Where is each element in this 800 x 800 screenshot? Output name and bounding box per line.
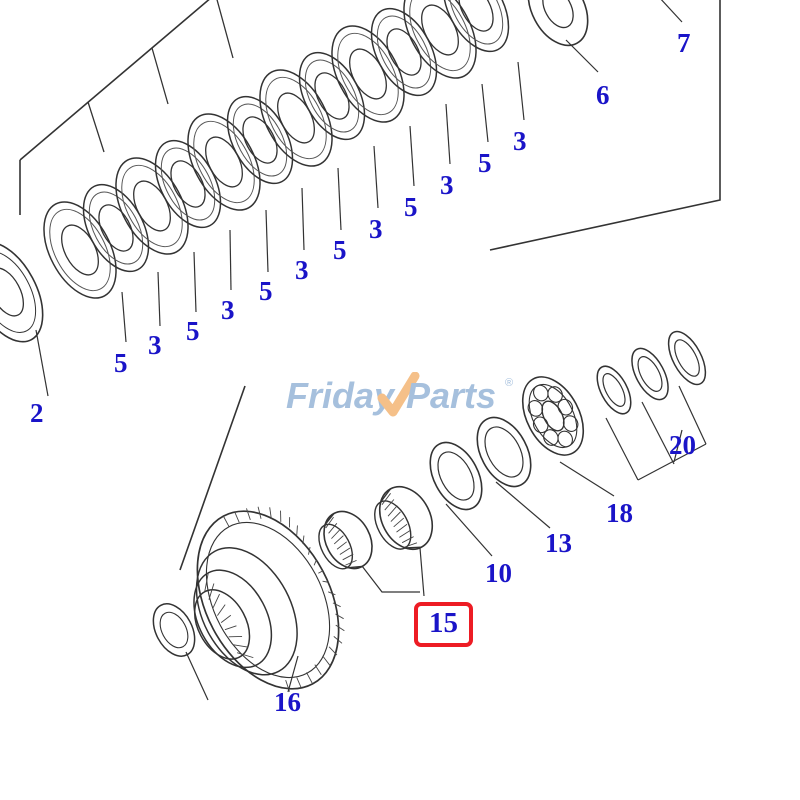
lower-panel-outline xyxy=(179,385,246,571)
callout-label-2: 2 xyxy=(30,398,44,428)
callout-label-18: 18 xyxy=(606,498,633,528)
callout-label-5: 5 xyxy=(478,148,492,178)
callout-label-13: 13 xyxy=(545,528,572,558)
fridayparts-watermark: Friday Parts ® xyxy=(286,372,513,417)
part-18-ball-bearing xyxy=(521,376,585,456)
part-13-washer xyxy=(476,416,532,488)
callout-label-3: 3 xyxy=(369,214,383,244)
check-icon xyxy=(377,372,420,417)
upper-leader-lines xyxy=(35,0,683,397)
part-20-snap-rings xyxy=(596,330,707,415)
callout-label-5: 5 xyxy=(259,276,273,306)
watermark-text-parts: Parts xyxy=(406,375,496,416)
callout-label-3: 3 xyxy=(513,126,527,156)
part-15-roller-bearings xyxy=(318,485,434,570)
watermark-text-friday: Friday xyxy=(286,375,396,416)
callout-label-3: 3 xyxy=(221,295,235,325)
callout-label-3: 3 xyxy=(148,330,162,360)
part-16-splined-hub xyxy=(193,506,345,692)
callout-label-3: 3 xyxy=(440,170,454,200)
upper-housing-outline xyxy=(19,0,721,251)
part-10-ring xyxy=(429,441,483,511)
part-6-washer xyxy=(527,0,589,47)
watermark-registered-mark: ® xyxy=(505,377,513,389)
callout-label-16: 16 xyxy=(274,687,301,717)
callout-label-6: 6 xyxy=(596,80,610,110)
callout-label-5: 5 xyxy=(404,192,418,222)
callout-label-5: 5 xyxy=(333,235,347,265)
callout-label-5: 5 xyxy=(186,316,200,346)
callout-label-15-highlighted: 15 xyxy=(414,602,473,647)
lower-leader-lines xyxy=(185,385,707,701)
part-2-ring xyxy=(0,241,44,343)
callout-label-20: 20 xyxy=(669,430,696,460)
housing-section-ticks xyxy=(87,0,234,153)
callout-label-10: 10 xyxy=(485,558,512,588)
callout-label-5: 5 xyxy=(114,348,128,378)
callout-label-7: 7 xyxy=(677,28,691,58)
clutch-disc-stack xyxy=(28,0,523,311)
callout-label-3: 3 xyxy=(295,255,309,285)
